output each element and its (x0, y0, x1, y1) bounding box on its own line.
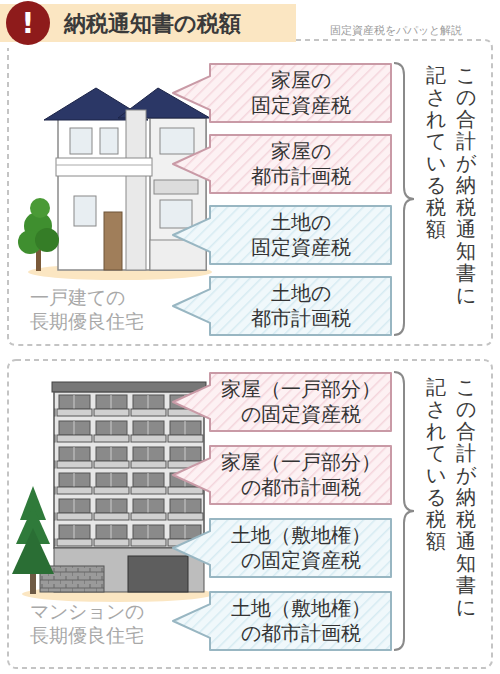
text-line: 土地の (251, 281, 351, 306)
text-line: 長期優良住宅 (30, 624, 144, 648)
land-tax-box: 土地の都市計画税 (172, 276, 392, 336)
text-line: 家屋の (251, 68, 351, 93)
text-line: ! (22, 6, 35, 41)
text-line: の都市計画税 (231, 621, 371, 646)
text-line: マンションの (30, 600, 144, 624)
watermark: 固定資産税をパパッと解説 (330, 24, 462, 38)
vertical-column: 記されている税額 (426, 64, 446, 306)
alert-mark: ! (22, 6, 35, 41)
box-text: 家屋（一戸部分）の固定資産税 (221, 377, 381, 427)
box-text: 土地の固定資産税 (251, 210, 351, 260)
text-line: 長期優良住宅 (30, 310, 144, 334)
arrow-callout-outline (173, 206, 391, 264)
house-tax-box: 家屋（一戸部分）の固定資産税 (172, 372, 392, 432)
dashed-frame (8, 40, 492, 345)
text-line: 固定資産税 (251, 235, 351, 260)
text-line: の固定資産税 (231, 548, 371, 573)
arrow-callout-outline (173, 135, 391, 193)
house-tax-box: 家屋（一戸部分）の都市計画税 (172, 445, 392, 505)
arrow-callout-outline (173, 446, 391, 504)
vertical-column: この合計が納税通知書に (456, 376, 476, 618)
land-tax-box: 土地（敷地権）の固定資産税 (172, 518, 392, 578)
text-line: 土地の (251, 210, 351, 235)
text-line: の固定資産税 (221, 402, 381, 427)
vertical-note: この合計が納税通知書に記されている税額 (426, 64, 476, 306)
arrow-callout-outline (173, 277, 391, 335)
text-line: 家屋（一戸部分） (221, 450, 381, 475)
illustration-caption: マンションの長期優良住宅 (30, 600, 144, 648)
curly-bracket (394, 63, 414, 335)
box-text: 家屋の都市計画税 (251, 139, 351, 189)
box-text: 土地（敷地権）の固定資産税 (231, 523, 371, 573)
text-line: 一戸建ての (30, 286, 144, 310)
land-tax-box: 土地（敷地権）の都市計画税 (172, 591, 392, 651)
arrow-callout-outline (173, 373, 391, 431)
diagram-title: 納税通知書の税額 (64, 9, 241, 39)
box-text: 土地（敷地権）の都市計画税 (231, 596, 371, 646)
vertical-column: 記されている税額 (426, 376, 446, 618)
text-line: 土地（敷地権） (231, 596, 371, 621)
arrow-callout-outline (173, 519, 391, 577)
box-text: 家屋（一戸部分）の都市計画税 (221, 450, 381, 500)
text-line: 固定資産税 (251, 93, 351, 118)
box-text: 家屋の固定資産税 (251, 68, 351, 118)
curly-bracket (394, 372, 414, 650)
mansion-illustration (12, 382, 214, 602)
text-line: の都市計画税 (221, 475, 381, 500)
box-text: 土地の都市計画税 (251, 281, 351, 331)
land-tax-box: 土地の固定資産税 (172, 205, 392, 265)
text-line: 家屋の (251, 139, 351, 164)
alert-circle (6, 1, 50, 45)
text-line: 都市計画税 (251, 306, 351, 331)
arrow-callout-outline (173, 64, 391, 122)
house-tax-box: 家屋の固定資産税 (172, 63, 392, 123)
vertical-column: この合計が納税通知書に (456, 64, 476, 306)
house-tax-box: 家屋の都市計画税 (172, 134, 392, 194)
arrow-callout-outline (173, 592, 391, 650)
text-line: 固定資産税をパパッと解説 (330, 24, 462, 38)
text-line: 土地（敷地権） (231, 523, 371, 548)
text-line: 家屋（一戸部分） (221, 377, 381, 402)
house-illustration (18, 88, 212, 280)
text-line: 都市計画税 (251, 164, 351, 189)
dashed-frame (8, 360, 492, 668)
vertical-note: この合計が納税通知書に記されている税額 (426, 376, 476, 618)
illustration-caption: 一戸建ての長期優良住宅 (30, 286, 144, 334)
